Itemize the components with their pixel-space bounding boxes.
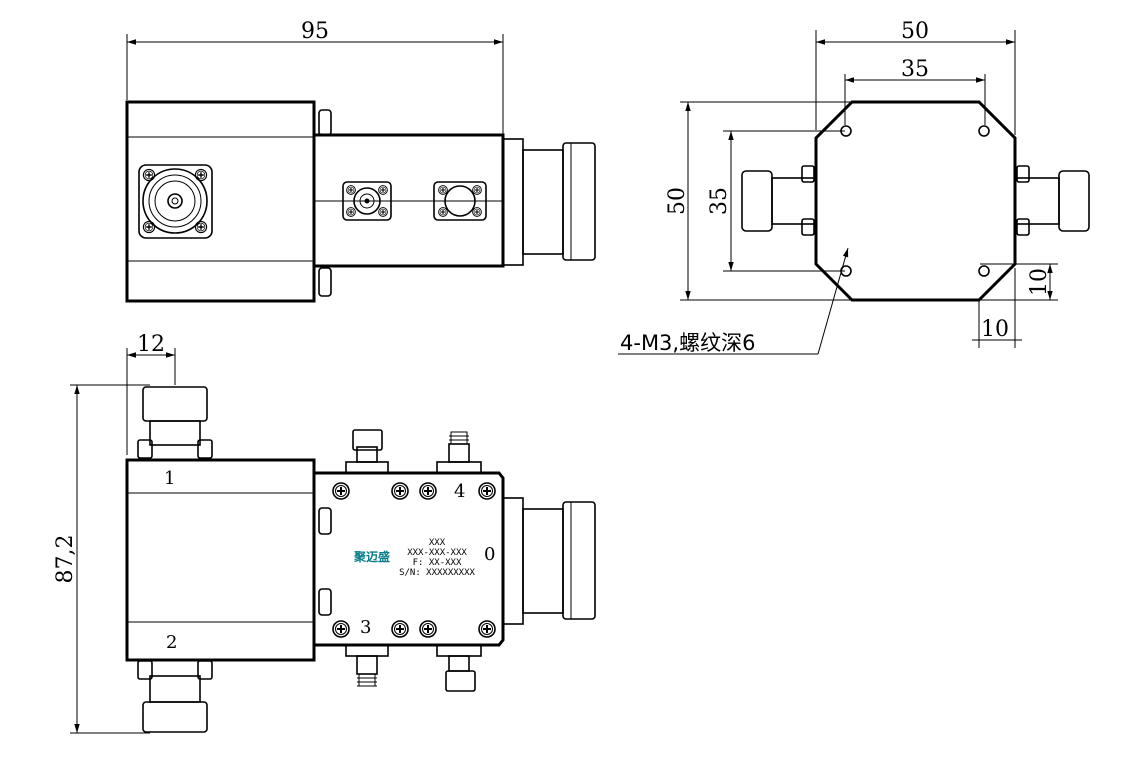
label-line-2: XXX-XXX-XXX — [407, 548, 467, 558]
thread-note: 4-M3,螺纹深6 — [620, 331, 755, 355]
label-line-4: S/N: XXXXXXXXX — [399, 568, 475, 578]
dimension-10-horizontal: 10 — [981, 317, 1009, 342]
octagon-flange — [814, 100, 1017, 302]
brand-logo: 聚迈盛 — [353, 549, 390, 564]
port-label-0: 0 — [484, 544, 495, 565]
mounting-hole — [978, 265, 990, 277]
mounting-hole — [840, 125, 852, 137]
side-view: 50 35 50 35 10 — [618, 19, 1090, 355]
port-label-3: 3 — [360, 617, 371, 638]
port-label-4: 4 — [454, 481, 465, 502]
dimension-87-2: 87,2 — [53, 535, 78, 584]
dimension-95: 95 — [301, 19, 329, 44]
front-view: 12 87,2 1 2 4 — [53, 332, 596, 734]
port-label-1: 1 — [164, 468, 175, 489]
dimension-35-vertical: 35 — [707, 187, 732, 215]
label-line-1: XXX — [429, 538, 446, 548]
top-view: 95 — [125, 19, 596, 303]
dimension-10-vertical: 10 — [1027, 268, 1052, 296]
dimension-50-vertical: 50 — [665, 187, 690, 215]
mounting-hole — [978, 125, 990, 137]
port-label-2: 2 — [166, 632, 177, 653]
dimension-12: 12 — [137, 332, 165, 357]
label-line-3: F: XX-XXX — [413, 558, 462, 568]
dimension-50-horizontal: 50 — [901, 19, 929, 44]
coupler-face — [312, 471, 505, 647]
front-main-block — [125, 458, 316, 662]
dimension-35-horizontal: 35 — [901, 57, 929, 82]
